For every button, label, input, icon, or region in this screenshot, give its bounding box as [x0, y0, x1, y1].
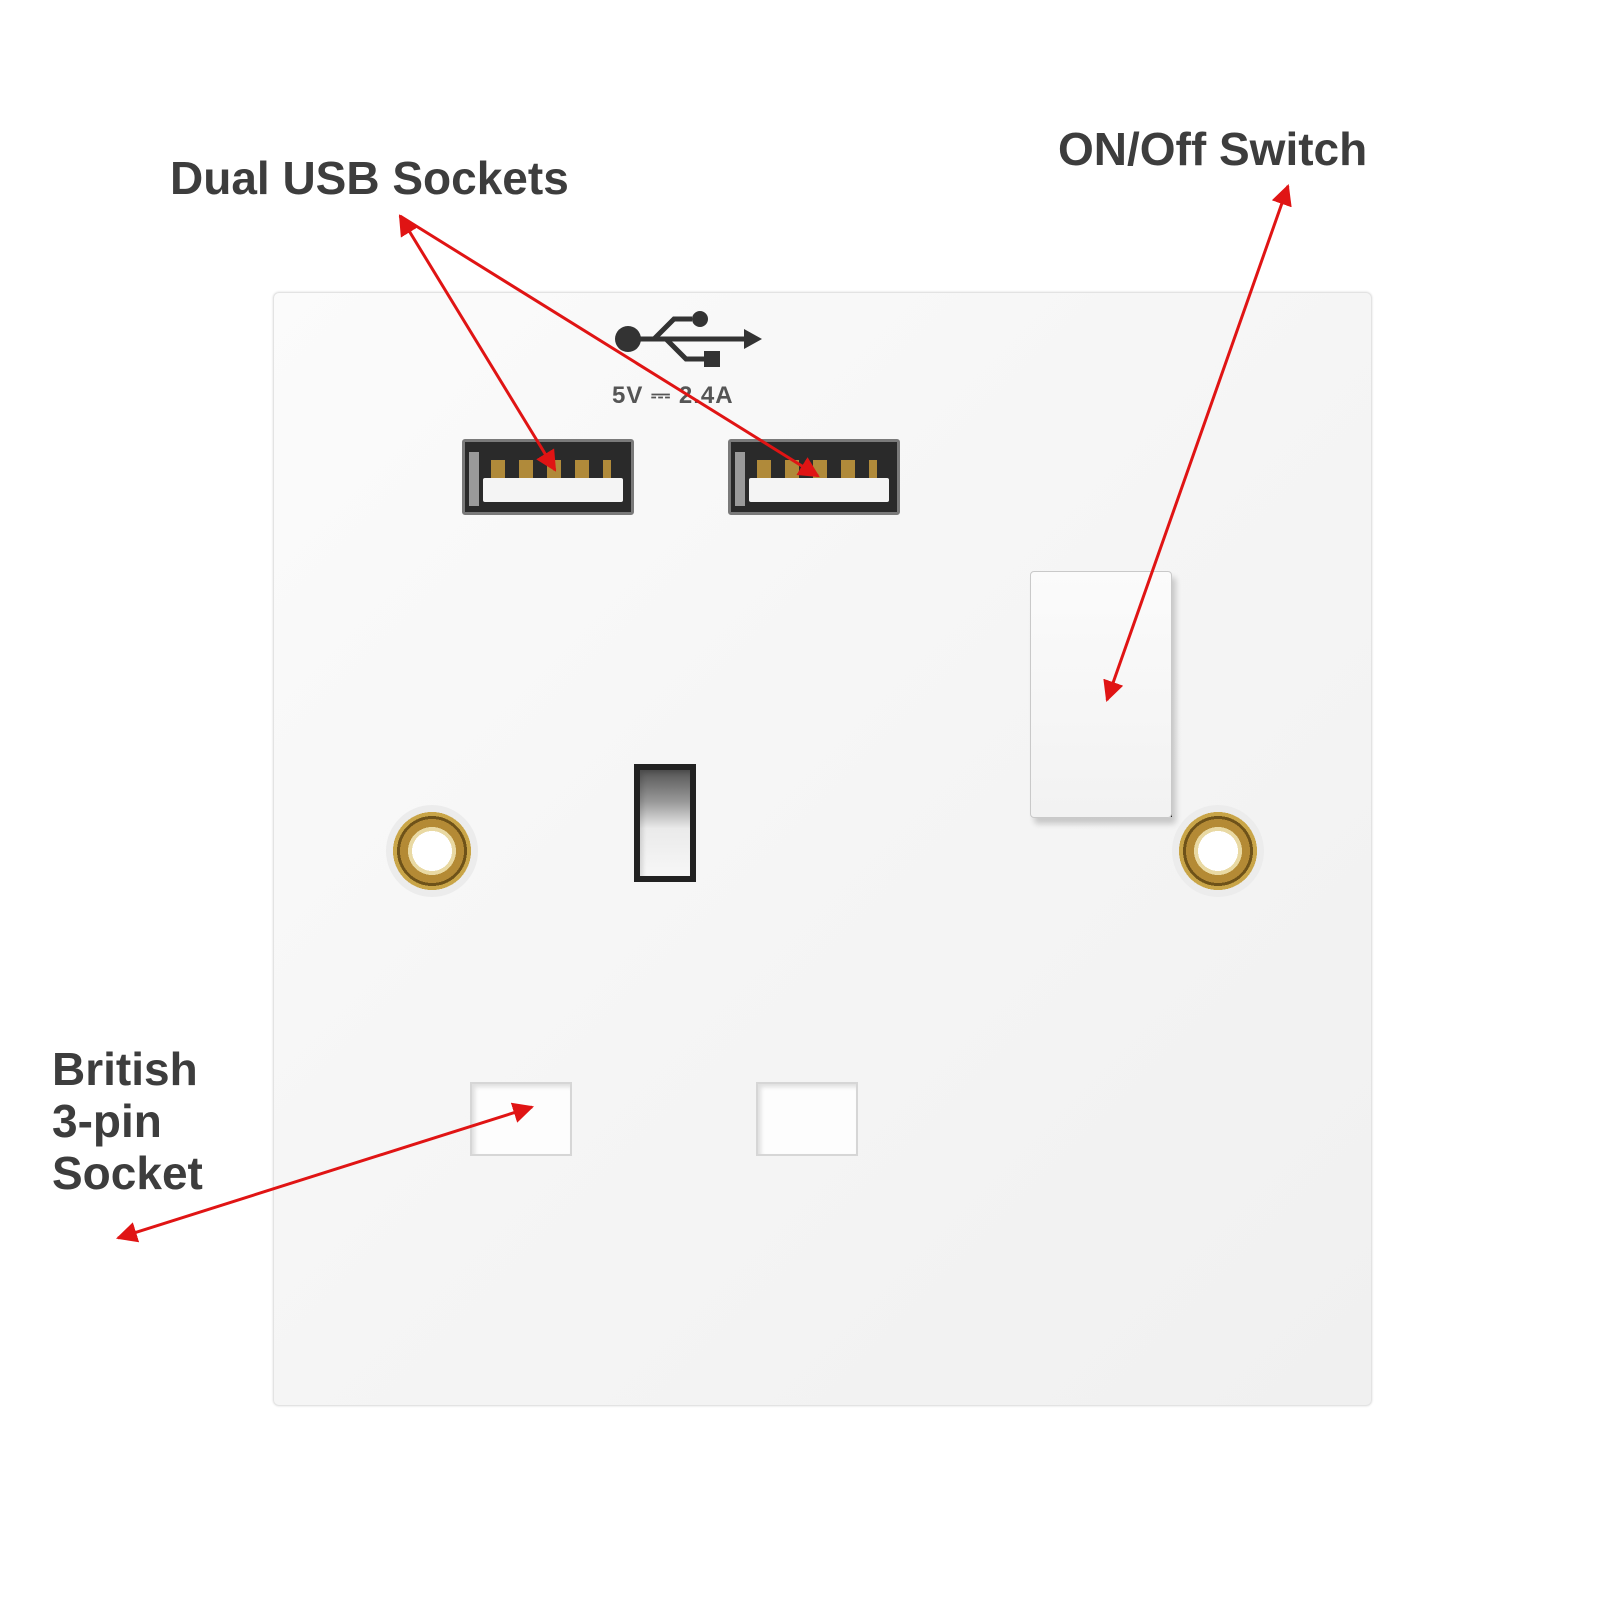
usb-trident-icon: [612, 305, 762, 369]
usb-shell: [469, 452, 479, 506]
usb-contacts: [491, 460, 611, 478]
mounting-screw-left: [386, 805, 478, 897]
neutral-pin-slot: [756, 1082, 858, 1156]
usb-contacts: [757, 460, 877, 478]
callout-line: British: [52, 1043, 198, 1095]
usb-shell: [735, 452, 745, 506]
callout-line: 3-pin: [52, 1095, 162, 1147]
mounting-screw-right: [1172, 805, 1264, 897]
usb-socket-2[interactable]: [728, 439, 900, 515]
callout-line: Socket: [52, 1147, 203, 1199]
usb-tongue: [749, 478, 889, 502]
live-pin-slot: [470, 1082, 572, 1156]
usb-rating-label: 5V ⎓ 2.4A: [612, 382, 734, 409]
on-off-switch[interactable]: [1030, 571, 1172, 818]
callout-on-off-switch: ON/Off Switch: [1058, 123, 1368, 175]
usb-socket-1[interactable]: [462, 439, 634, 515]
earth-pin-slot: [634, 764, 696, 882]
callout-dual-usb-sockets: Dual USB Sockets: [170, 152, 569, 204]
callout-british-3-pin-socket: British 3-pin Socket: [52, 1043, 203, 1199]
usb-tongue: [483, 478, 623, 502]
